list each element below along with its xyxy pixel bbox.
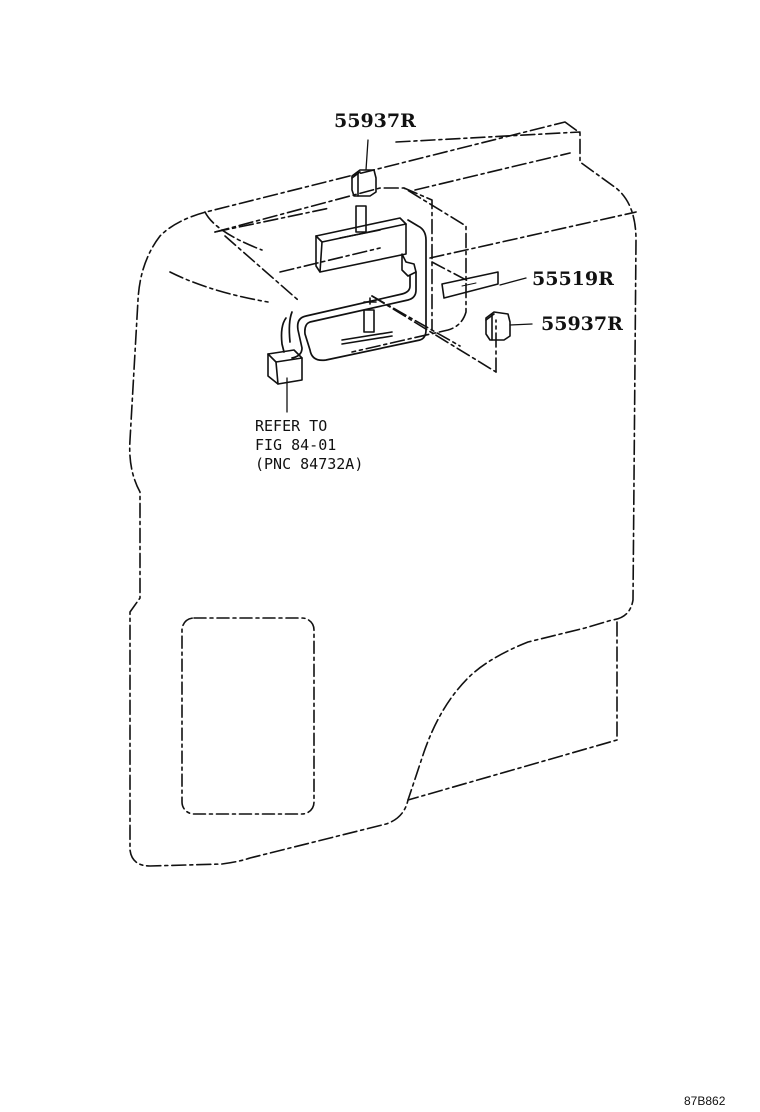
callout-top-clip: 55937R <box>334 110 416 132</box>
door-pocket-outline <box>182 618 314 814</box>
top-clip-part <box>352 170 376 196</box>
figure-code: 87B862 <box>684 1094 726 1108</box>
harness-connector <box>268 350 302 384</box>
wire-harness <box>282 220 427 360</box>
reference-note-line: (PNC 84732A) <box>255 455 364 473</box>
side-clip-part <box>486 312 510 340</box>
leader-lines <box>287 140 532 412</box>
plate-part <box>442 272 498 298</box>
reference-note-line: REFER TO <box>255 417 328 435</box>
reference-note-line: FIG 84-01 <box>255 436 337 454</box>
callout-side-clip: 55937R <box>541 313 623 335</box>
door-panel-outline <box>130 122 636 866</box>
power-window-switch-base <box>316 206 416 344</box>
reference-note: REFER TO FIG 84-01 (PNC 84732A) <box>255 417 363 474</box>
armrest-housing <box>215 188 496 372</box>
callout-plate: 55519R <box>532 268 614 290</box>
